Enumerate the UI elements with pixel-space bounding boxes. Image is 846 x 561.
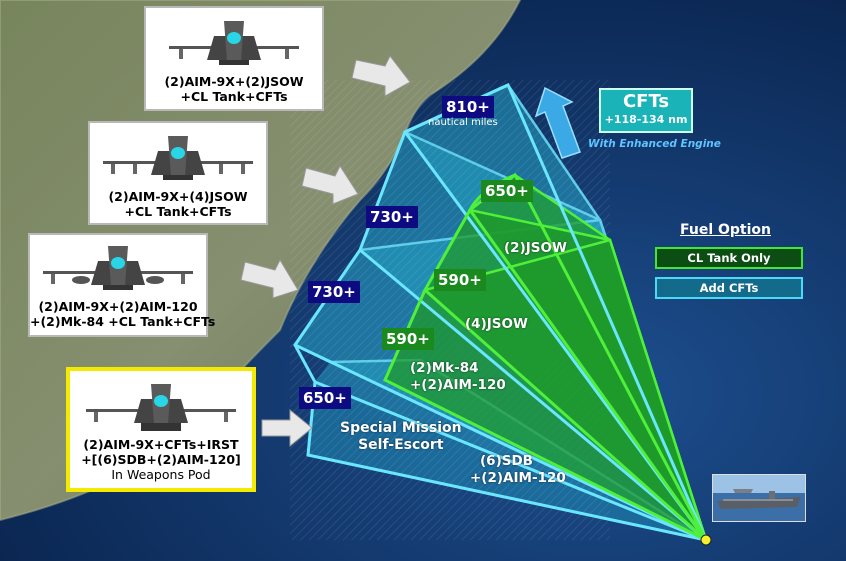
config-box-1: (2)AIM-9X+(2)JSOW +CL Tank+CFTs	[144, 6, 324, 111]
range-label-730-a: 730+	[366, 206, 418, 228]
range-label-650-cft: 650+	[299, 387, 351, 409]
wedge-label-mk84: (2)Mk-84 +(2)AIM-120	[410, 360, 506, 394]
origin-point	[700, 534, 712, 546]
config-2-line1: (2)AIM-9X+(4)JSOW	[108, 189, 248, 204]
config-4-line1: (2)AIM-9X+CFTs+IRST	[83, 437, 239, 452]
arrow-3	[240, 258, 299, 299]
config-box-4: (2)AIM-9X+CFTs+IRST +[(6)SDB+(2)AIM-120]…	[66, 367, 256, 492]
wedge-label-sdb-line2: +(2)AIM-120	[470, 470, 566, 486]
fuel-option-cl-tank: CL Tank Only	[655, 247, 803, 269]
arrow-4	[261, 408, 313, 448]
carrier-photo	[712, 474, 806, 522]
arrows	[240, 55, 411, 448]
wedge-label-mk84-line1: (2)Mk-84	[410, 360, 479, 376]
wedge-label-special: Special Mission Self-Escort	[340, 420, 462, 454]
wedge-label-special-line1: Special Mission	[340, 420, 462, 436]
config-text-3: (2)AIM-9X+(2)AIM-120 +(2)Mk-84 +CL Tank+…	[30, 299, 216, 329]
fuel-option-add-cfts: Add CFTs	[655, 277, 803, 299]
fighter-jet-icon	[103, 136, 253, 180]
wedge-label-mk84-line2: +(2)AIM-120	[410, 377, 506, 393]
arrow-1	[351, 55, 411, 97]
cft-divider-2	[359, 248, 707, 542]
config-text-1: (2)AIM-9X+(2)JSOW +CL Tank+CFTs	[146, 74, 322, 104]
wedge-label-sdb-line1: (6)SDB	[480, 453, 533, 469]
cft-callout-subtitle: With Enhanced Engine	[588, 138, 721, 150]
wedge-label-special-line2: Self-Escort	[358, 437, 444, 453]
config-3-line2: +(2)Mk-84 +CL Tank+CFTs	[30, 314, 216, 329]
config-3-line1: (2)AIM-9X+(2)AIM-120	[38, 299, 198, 314]
cft-callout-range: +118-134 nm	[604, 113, 688, 126]
wedge-label-sdb: (6)SDB +(2)AIM-120	[470, 453, 566, 487]
fighter-jet-icon	[169, 21, 299, 65]
config-text-2: (2)AIM-9X+(4)JSOW +CL Tank+CFTs	[90, 189, 266, 219]
config-box-2: (2)AIM-9X+(4)JSOW +CL Tank+CFTs	[88, 121, 268, 225]
fighter-jet-icon	[43, 246, 193, 290]
config-2-line2: +CL Tank+CFTs	[124, 204, 232, 219]
cft-up-arrow	[534, 86, 581, 159]
range-label-590-b: 590+	[382, 328, 434, 350]
range-label-590-a: 590+	[434, 269, 486, 291]
cft-divider-4	[314, 380, 707, 542]
cft-callout-box: CFTs +118-134 nm	[599, 88, 693, 133]
range-label-810: 810+	[442, 96, 494, 118]
config-1-line1: (2)AIM-9X+(2)JSOW	[164, 74, 304, 89]
config-box-3: (2)AIM-9X+(2)AIM-120 +(2)Mk-84 +CL Tank+…	[28, 233, 216, 337]
config-1-line2: +CL Tank+CFTs	[180, 89, 288, 104]
nautical-miles-label: nautical miles	[428, 117, 498, 128]
config-4-line3: In Weapons Pod	[111, 467, 211, 482]
arrow-2	[301, 164, 359, 205]
aircraft-carrier-icon	[713, 475, 805, 521]
fighter-jet-icon	[86, 384, 236, 431]
range-label-650-cl: 650+	[481, 180, 533, 202]
range-label-730-b: 730+	[308, 281, 360, 303]
wedge-label-jsow4: (4)JSOW	[465, 316, 528, 332]
config-text-4: (2)AIM-9X+CFTs+IRST +[(6)SDB+(2)AIM-120]…	[70, 437, 252, 482]
wedge-label-jsow2: (2)JSOW	[504, 240, 567, 256]
config-4-line2: +[(6)SDB+(2)AIM-120]	[81, 452, 241, 467]
cft-callout-title: CFTs	[622, 91, 670, 112]
fuel-option-title: Fuel Option	[680, 222, 771, 238]
